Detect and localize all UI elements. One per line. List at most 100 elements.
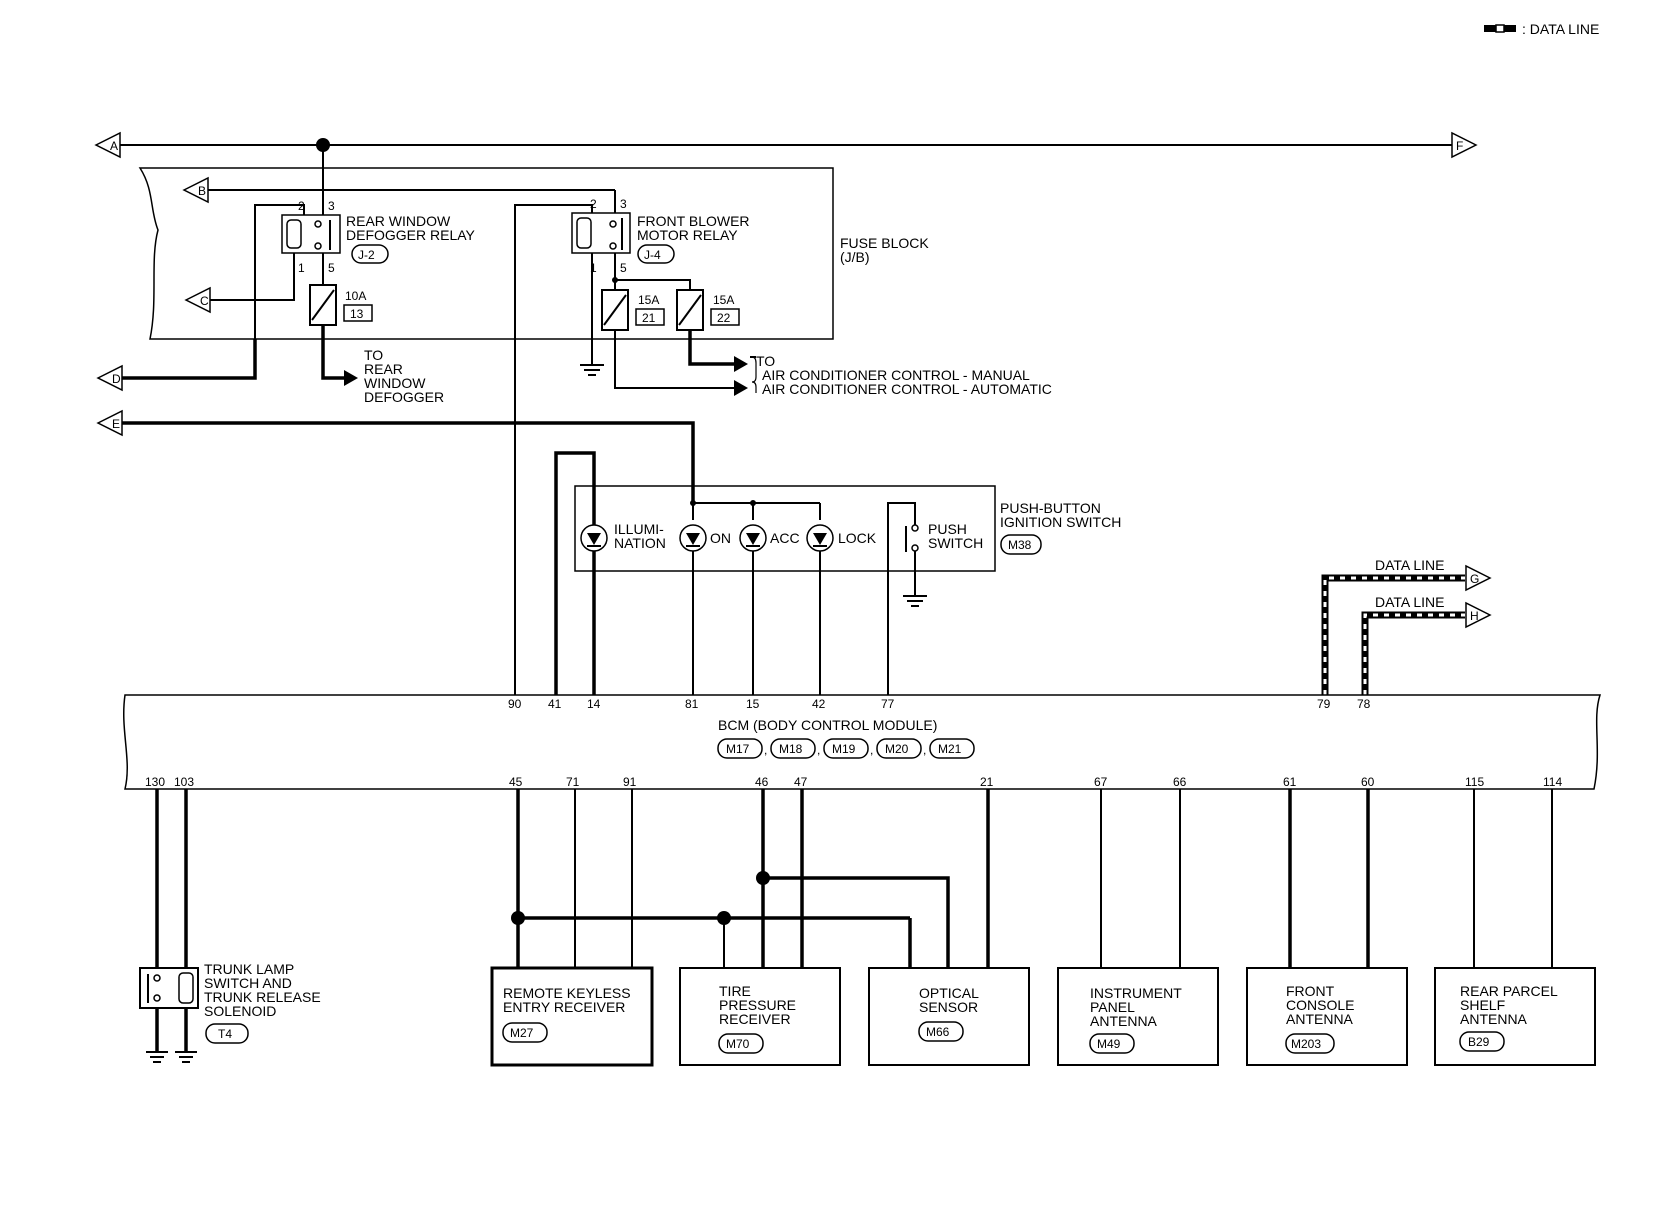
- svg-text:ANTENNA: ANTENNA: [1090, 1013, 1158, 1029]
- fuse-22: 15A 22: [676, 289, 740, 331]
- svg-text:67: 67: [1094, 775, 1108, 789]
- svg-text:PRESSURE: PRESSURE: [719, 997, 796, 1013]
- svg-text:REAR PARCEL: REAR PARCEL: [1460, 983, 1558, 999]
- svg-text:SHELF: SHELF: [1460, 997, 1505, 1013]
- svg-text:PUSH-BUTTON: PUSH-BUTTON: [1000, 500, 1101, 516]
- svg-text:115: 115: [1465, 775, 1484, 789]
- data-line-g: G DATA LINE: [1321, 557, 1492, 695]
- acc-led: ACC: [739, 524, 800, 552]
- svg-text:,: ,: [764, 743, 767, 757]
- fuse-block: [138, 167, 834, 340]
- svg-text:WINDOW: WINDOW: [364, 375, 426, 391]
- svg-text:H: H: [1470, 609, 1479, 623]
- svg-text:J-2: J-2: [358, 248, 375, 262]
- svg-text:C: C: [200, 294, 209, 308]
- svg-text:21: 21: [980, 775, 994, 789]
- svg-text:3: 3: [620, 197, 627, 211]
- svg-text:61: 61: [1283, 775, 1297, 789]
- connector-E: E: [96, 409, 123, 437]
- svg-text:REAR: REAR: [364, 361, 403, 377]
- svg-text:B29: B29: [1468, 1035, 1490, 1049]
- svg-text:14: 14: [587, 697, 601, 711]
- bcm-title: BCM (BODY CONTROL MODULE): [718, 717, 937, 733]
- svg-text:PANEL: PANEL: [1090, 999, 1135, 1015]
- remote-keyless-entry-receiver: REMOTE KEYLESS ENTRY RECEIVER M27: [490, 966, 654, 1067]
- svg-text:TIRE: TIRE: [719, 983, 751, 999]
- svg-text:M70: M70: [726, 1037, 750, 1051]
- svg-text:47: 47: [794, 775, 808, 789]
- rear-window-defogger-relay: 2 3 1 5 REAR WINDOW DEFOGGER RELAY J-2: [281, 199, 476, 275]
- svg-text:15A: 15A: [638, 293, 659, 307]
- svg-text:TRUNK LAMP: TRUNK LAMP: [204, 961, 294, 977]
- rear-parcel-shelf-antenna: REAR PARCEL SHELF ANTENNA B29: [1434, 967, 1596, 1066]
- svg-text:M17: M17: [726, 742, 750, 756]
- svg-text:E: E: [112, 417, 120, 431]
- svg-text:90: 90: [508, 697, 522, 711]
- svg-text:M20: M20: [885, 742, 909, 756]
- svg-text:MOTOR RELAY: MOTOR RELAY: [637, 227, 738, 243]
- svg-text:81: 81: [685, 697, 699, 711]
- svg-text:1: 1: [298, 261, 305, 275]
- svg-text:,: ,: [817, 743, 820, 757]
- svg-text:71: 71: [566, 775, 580, 789]
- svg-text:10A: 10A: [345, 289, 366, 303]
- svg-text:RECEIVER: RECEIVER: [719, 1011, 791, 1027]
- svg-text:M27: M27: [510, 1026, 534, 1040]
- push-button-ignition-switch: [574, 485, 996, 572]
- svg-text:FRONT: FRONT: [1286, 983, 1335, 999]
- optical-sensor: OPTICAL SENSOR M66: [868, 967, 1030, 1066]
- fuse-block-label: FUSE BLOCK: [840, 235, 929, 251]
- svg-text:5: 5: [620, 261, 627, 275]
- svg-text:DATA LINE: DATA LINE: [1375, 594, 1445, 610]
- svg-text:T4: T4: [218, 1027, 232, 1041]
- svg-text:M49: M49: [1097, 1037, 1121, 1051]
- svg-text:CONSOLE: CONSOLE: [1286, 997, 1354, 1013]
- svg-text:M19: M19: [832, 742, 856, 756]
- svg-text:13: 13: [350, 307, 364, 321]
- svg-text:22: 22: [717, 311, 731, 325]
- connector-F: F: [1451, 131, 1478, 159]
- svg-text:M203: M203: [1291, 1037, 1321, 1051]
- connector-A: A: [94, 131, 121, 159]
- svg-text:103: 103: [174, 775, 194, 789]
- svg-text:OPTICAL: OPTICAL: [919, 985, 979, 1001]
- svg-text:INSTRUMENT: INSTRUMENT: [1090, 985, 1182, 1001]
- svg-text:DEFOGGER RELAY: DEFOGGER RELAY: [346, 227, 476, 243]
- svg-text:DEFOGGER: DEFOGGER: [364, 389, 444, 405]
- bcm-connector-ids: M17 , M18 , M19 , M20 , M21: [717, 738, 975, 759]
- svg-text:A: A: [110, 139, 118, 153]
- bcm-body-control-module: [123, 694, 1602, 790]
- svg-text:M38: M38: [1008, 538, 1032, 552]
- svg-text:D: D: [112, 372, 121, 386]
- on-led: ON: [679, 524, 731, 552]
- svg-text:ON: ON: [710, 530, 731, 546]
- svg-text:ILLUMI-: ILLUMI-: [614, 521, 664, 537]
- legend-text: : DATA LINE: [1522, 21, 1599, 37]
- svg-text:DATA LINE: DATA LINE: [1375, 557, 1445, 573]
- svg-text:NATION: NATION: [614, 535, 666, 551]
- svg-text:79: 79: [1317, 697, 1331, 711]
- svg-text:91: 91: [623, 775, 637, 789]
- svg-text:2: 2: [590, 197, 597, 211]
- svg-text:46: 46: [755, 775, 769, 789]
- svg-text:15A: 15A: [713, 293, 734, 307]
- svg-text:15: 15: [746, 697, 760, 711]
- svg-text:M18: M18: [779, 742, 803, 756]
- svg-text:SWITCH AND: SWITCH AND: [204, 975, 292, 991]
- svg-text:114: 114: [1543, 775, 1562, 789]
- svg-text:(J/B): (J/B): [840, 249, 870, 265]
- instrument-panel-antenna: INSTRUMENT PANEL ANTENNA M49: [1057, 967, 1219, 1066]
- svg-text:,: ,: [923, 743, 926, 757]
- bcm-bottom-pins: 130 103 45 71 91 46 47 21 67 66 61 60 11…: [145, 775, 1562, 789]
- svg-text:42: 42: [812, 697, 826, 711]
- svg-text:ENTRY RECEIVER: ENTRY RECEIVER: [503, 999, 625, 1015]
- svg-text:LOCK: LOCK: [838, 530, 877, 546]
- svg-text:J-4: J-4: [644, 248, 661, 262]
- svg-text:ANTENNA: ANTENNA: [1286, 1011, 1354, 1027]
- connector-B: B: [182, 176, 209, 204]
- svg-text:130: 130: [145, 775, 165, 789]
- bcm-top-pins: 90 41 14 81 15 42 77 79 78: [508, 697, 1371, 711]
- svg-text:TO: TO: [756, 353, 775, 369]
- ground-1: [580, 364, 604, 376]
